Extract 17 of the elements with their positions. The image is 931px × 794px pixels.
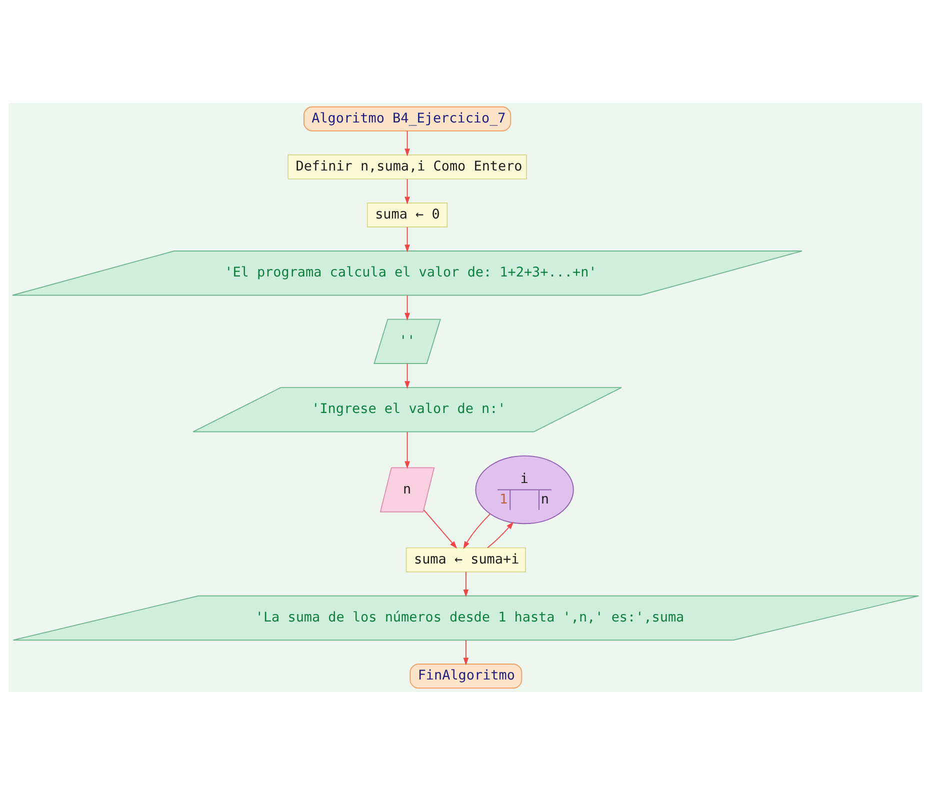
- arrow: [463, 513, 490, 549]
- arrow: [404, 178, 410, 204]
- arrow: [404, 431, 410, 468]
- arrow: [423, 509, 458, 548]
- arrow: [404, 294, 410, 320]
- node-ellipse: i 1 n: [475, 454, 574, 524]
- node-box: Definir n,suma,i Como Entero: [288, 154, 527, 179]
- arrow: [463, 639, 469, 665]
- node-box: FinAlgoritmo: [410, 663, 522, 688]
- arrow: [463, 570, 469, 597]
- arrow: [404, 362, 410, 388]
- node-box: suma ← suma+i: [406, 546, 526, 572]
- arrow: [404, 226, 410, 252]
- node-box: suma ← 0: [366, 202, 448, 227]
- arrow: [404, 130, 410, 156]
- node-box: Algoritmo B4_Ejercicio_7: [303, 106, 512, 131]
- arrow: [487, 521, 514, 548]
